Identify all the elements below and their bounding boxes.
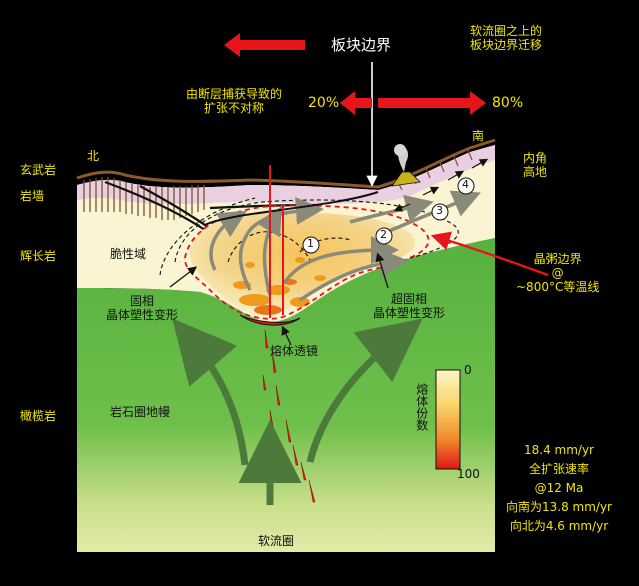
plate-motion-arrows bbox=[224, 33, 486, 115]
peridotite-label: 橄榄岩 bbox=[20, 409, 57, 423]
brittle-domain-label: 脆性域 bbox=[110, 247, 147, 261]
melt-lens-label: 熔体透镜 bbox=[270, 344, 319, 358]
hypersolid-deform-label: 超固相晶体塑性变形 bbox=[373, 292, 446, 320]
circled-number-2: 2 bbox=[380, 228, 387, 241]
solid-deform-label: 固相晶体塑性变形 bbox=[106, 294, 179, 322]
colorbar-max-label: 100 bbox=[457, 467, 480, 481]
basalt-layer bbox=[77, 145, 495, 205]
plate-boundary-title: 板块边界 bbox=[331, 36, 392, 54]
top-right-note: 软流圈之上的板块边界迁移 bbox=[470, 24, 543, 52]
circled-numbers bbox=[302, 177, 475, 254]
crystal-mush-label: 晶粥边界@~800°C等温线 bbox=[516, 252, 600, 294]
dike-label: 岩墙 bbox=[20, 189, 45, 203]
percent-south: 80% bbox=[492, 95, 524, 111]
colorbar-min-label: 0 bbox=[464, 363, 472, 377]
percent-north: 20% bbox=[308, 95, 340, 111]
melt-lens bbox=[239, 314, 301, 326]
south-spread-arrow bbox=[378, 91, 486, 115]
colorbar bbox=[435, 369, 461, 470]
north-label: 北 bbox=[87, 149, 100, 163]
basalt-label: 玄武岩 bbox=[20, 163, 57, 177]
inner-corner-label: 内角高地 bbox=[523, 151, 548, 179]
left-plate-arrow bbox=[224, 33, 305, 57]
north-spread-arrow bbox=[340, 91, 372, 115]
volcano-icon bbox=[391, 144, 421, 187]
asthenosphere-label: 软流圈 bbox=[258, 534, 295, 548]
circled-number-1: 1 bbox=[307, 237, 314, 250]
lithospheric-mantle-region bbox=[77, 238, 495, 552]
dike-hatching bbox=[83, 177, 205, 220]
colorbar-gradient bbox=[435, 369, 461, 470]
circled-number-3: 3 bbox=[436, 204, 443, 217]
colorbar-title: 熔体份数 bbox=[414, 383, 429, 431]
spreading-rates: 18.4 mm/yr 全扩张速率 @12 Ma 向南为13.8 mm/yr 向北… bbox=[506, 443, 612, 533]
south-label: 南 bbox=[472, 129, 485, 143]
gabbro-label: 辉长岩 bbox=[20, 249, 57, 263]
lithospheric-mantle-label: 岩石圈地幔 bbox=[110, 405, 171, 419]
circled-number-4: 4 bbox=[462, 178, 469, 191]
asymmetry-note: 由断层捕获导致的扩张不对称 bbox=[186, 87, 283, 115]
